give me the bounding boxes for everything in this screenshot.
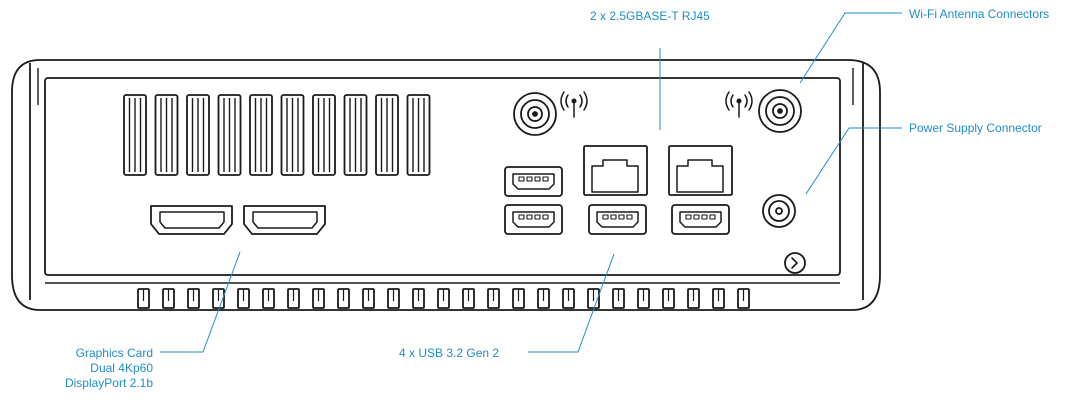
- vent-slot: [375, 94, 399, 176]
- usb-port-4: [671, 204, 730, 235]
- callout-graphics: Graphics Card Dual 4Kp60 DisplayPort 2.1…: [65, 346, 153, 391]
- vent-slot: [217, 94, 242, 176]
- vent-slot: [123, 94, 147, 176]
- leader-graphics: [160, 251, 241, 353]
- power-supply-connector: [762, 194, 796, 228]
- leader-power: [805, 127, 902, 195]
- rj45-port-2: [668, 145, 733, 196]
- vent-slot: [154, 94, 179, 176]
- usb-ports: [504, 166, 730, 235]
- rear-panel: [44, 77, 841, 276]
- leader-usb: [528, 253, 615, 353]
- callout-graphics-line-2: Dual 4Kp60: [90, 361, 153, 375]
- power-button-icon: [784, 252, 806, 274]
- vent-slot: [186, 94, 210, 176]
- vent-slot: [406, 94, 431, 176]
- wifi-signal-icon: [560, 91, 588, 118]
- callout-graphics-line-3: DisplayPort 2.1b: [64, 376, 153, 390]
- usb-port-3: [588, 204, 647, 235]
- callout-graphics-line-1: Graphics Card: [75, 346, 153, 360]
- wifi-antenna-connector-2: [758, 89, 802, 133]
- vent-slot: [280, 94, 305, 176]
- rj45-port-1: [583, 145, 648, 196]
- vent-slot: [249, 94, 273, 176]
- vent-slot: [312, 94, 336, 176]
- callout-usb: 4 x USB 3.2 Gen 2: [399, 346, 500, 360]
- leader-wifi: [799, 12, 902, 84]
- callout-leader-lines: [160, 12, 902, 353]
- cooling-vent-grille: [123, 94, 431, 176]
- usb-port-1: [504, 166, 563, 197]
- callout-power: Power Supply Connector: [909, 121, 1042, 135]
- wifi-antenna-connector-1: [513, 92, 557, 136]
- vent-slot: [343, 94, 368, 176]
- bottom-vent-fins: [137, 288, 750, 309]
- wifi-signal-icon: [725, 91, 753, 118]
- chassis: [11, 59, 881, 311]
- displayport-1: [150, 205, 233, 235]
- callout-wifi: Wi-Fi Antenna Connectors: [909, 7, 1050, 21]
- callout-rj45: 2 x 2.5GBASE-T RJ45: [590, 9, 710, 23]
- displayport-2: [243, 205, 326, 235]
- usb-port-2: [504, 204, 563, 235]
